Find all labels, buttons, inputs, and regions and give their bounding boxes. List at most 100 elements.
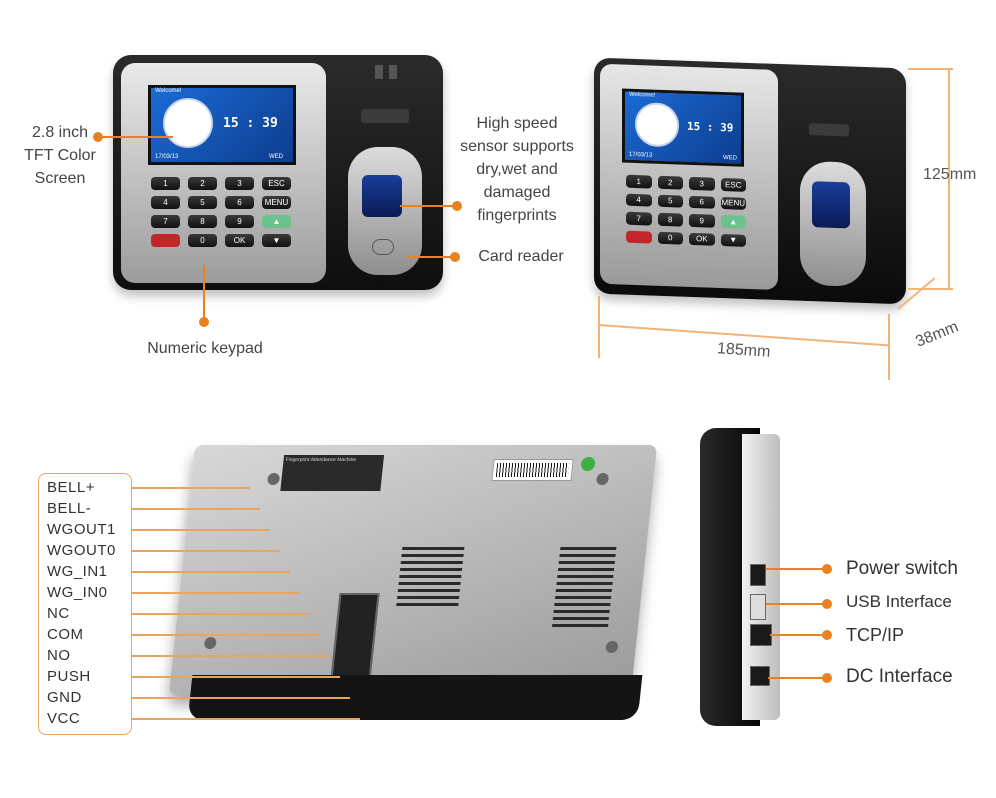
keypad-key[interactable]: 8 [657,212,683,227]
keypad-key[interactable]: 2 [657,175,683,190]
dc-label: DC Interface [846,666,953,687]
screw-hole [203,637,217,649]
card-reader-icon [372,239,394,255]
pin-connector-line [132,676,340,678]
keypad-key[interactable]: 0 [188,234,217,247]
pin-label-box: BELL+ BELL- WGOUT1 WGOUT0 WG_IN1 WG_IN0 … [38,473,132,735]
keypad-key[interactable]: ▲ [262,215,291,228]
screen-label-line: Screen [34,170,86,187]
pin-label: WG_IN0 [47,584,108,601]
pin-label: BELL- [47,500,92,517]
pin-connector-line [132,592,300,594]
screen-time: 15 : 39 [687,119,734,135]
keypad-key[interactable]: 4 [626,193,652,207]
vent-left [395,547,465,609]
keypad-key[interactable]: 1 [151,177,180,190]
vent-right [552,547,617,627]
pin-connector-line [132,508,260,510]
screen-label-line: TFT Color [24,147,96,164]
fingerprint-sensor [800,160,866,288]
tft-screen: 15 : 39 Welcome! 17/03/13 WED [148,85,296,165]
height-dimension-line [948,68,950,290]
keypad-callout-line [203,265,205,320]
fingerprint-callout-dot [452,201,462,211]
keypad-key[interactable]: ▼ [262,234,291,247]
card-reader-callout-dot [450,252,460,262]
usb-port [750,594,766,620]
keypad-key[interactable]: 1 [626,174,652,189]
fingerprint-callout-line [400,205,455,207]
keypad-key[interactable]: ▲ [720,214,746,229]
keypad-key[interactable]: ESC [720,177,746,192]
fingerprint-sensor [348,147,422,275]
power-switch-label: Power switch [846,558,958,579]
pin-connector-line [132,550,280,552]
keypad-key[interactable]: 8 [188,215,217,228]
side-view-image [700,428,782,726]
width-dimension-tick-right [888,314,890,380]
screen-title: Welcome! [629,91,656,99]
keypad-key[interactable] [151,234,180,247]
keypad-key[interactable]: 7 [626,211,652,226]
ethernet-port [750,624,772,646]
pin-label: VCC [47,710,81,727]
card-reader-callout-line [408,256,453,258]
clock-icon [635,101,679,148]
clock-icon [163,98,213,148]
power-switch-port [750,564,766,586]
keypad-key[interactable]: OK [689,232,715,246]
barcode-label [491,459,574,481]
pin-label: WGOUT1 [47,521,116,538]
fingerprint-callout-label: High speed sensor supports dry,wet and d… [447,112,587,227]
pin-label: BELL+ [47,479,95,496]
tcpip-label: TCP/IP [846,625,905,645]
green-sticker-icon [580,457,596,471]
screen-title: Welcome! [155,88,182,94]
screen-day: WED [723,155,737,162]
pin-connector-line [132,487,250,489]
keypad-key[interactable]: 7 [151,215,180,228]
screen-label-line: 2.8 inch [31,124,89,141]
keypad-key[interactable]: ESC [262,177,291,190]
pin-connector-line [132,529,270,531]
keypad-key[interactable]: 6 [225,196,254,209]
height-dimension-tick-bottom [908,288,953,290]
dc-port [750,666,770,686]
pin-label: WG_IN1 [47,563,108,580]
fingerprint-window [362,175,402,217]
keypad-key[interactable]: 6 [689,195,715,209]
keypad-key[interactable]: 3 [689,176,715,191]
power-switch-callout-dot [822,564,832,574]
keypad-key[interactable]: 9 [225,215,254,228]
fingerprint-label-line: High speed [476,115,558,132]
pin-connector-line [132,655,330,657]
back-sticker: Fingerprint Attendance Machine [280,455,385,491]
pin-label: COM [47,626,84,643]
keypad-key[interactable]: MENU [262,196,291,209]
screen-date: 17/03/13 [155,154,179,160]
pin-label: NO [47,647,71,664]
keypad-key[interactable]: 3 [225,177,254,190]
pin-connector-line [132,634,320,636]
keypad-key[interactable] [626,230,652,244]
sensor-slot [809,123,849,137]
pin-label: PUSH [47,668,91,685]
keypad-key[interactable]: 5 [188,196,217,209]
keypad-key[interactable]: OK [225,234,254,247]
back-panel-image: Fingerprint Attendance Machine [168,445,658,695]
sensor-slot [361,109,409,123]
tft-screen: 15 : 39 Welcome! 17/03/13 WED [622,88,744,167]
pin-connector-line [132,613,310,615]
keypad-key[interactable]: 2 [188,177,217,190]
keypad-key[interactable]: 5 [657,194,683,208]
keypad-key[interactable]: ▼ [720,233,746,247]
fingerprint-label-line: dry,wet and [476,161,558,178]
width-dimension-tick-left [598,296,600,358]
pin-connector-line [132,571,290,573]
keypad-key[interactable]: MENU [720,196,746,210]
keypad-key[interactable]: 0 [657,231,683,245]
keypad-key[interactable]: 9 [689,213,715,228]
keypad-key[interactable]: 4 [151,196,180,209]
